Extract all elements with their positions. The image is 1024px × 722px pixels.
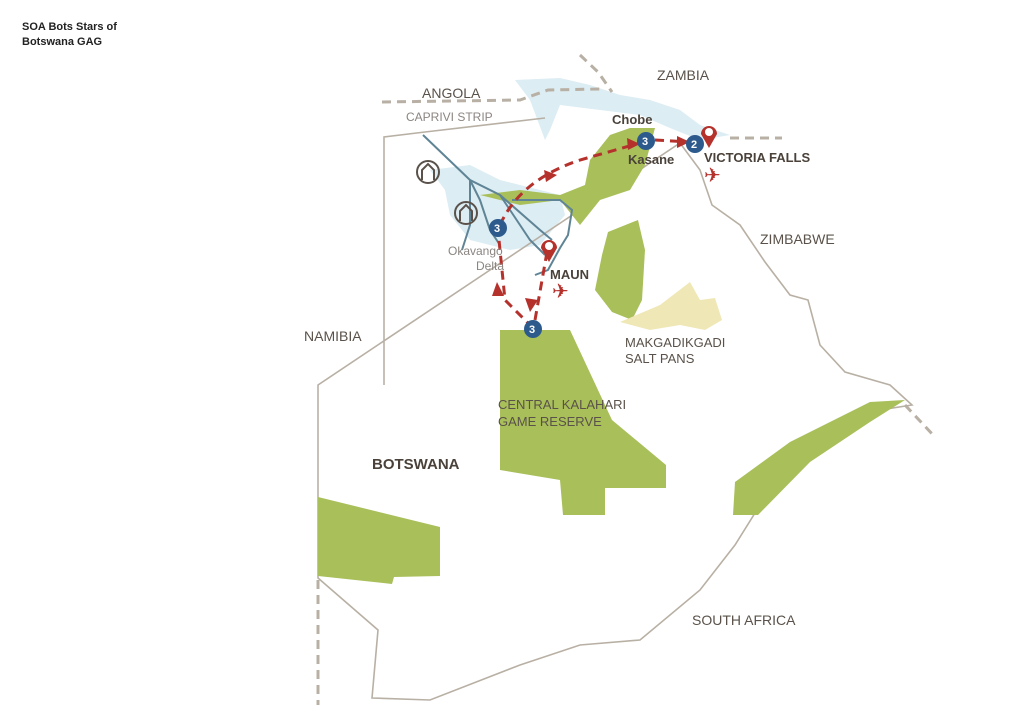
label-game-reserve: GAME RESERVE bbox=[498, 414, 602, 429]
label-botswana: BOTSWANA bbox=[372, 456, 460, 473]
stop-badge-chobe: 3 bbox=[637, 132, 655, 150]
water-bodies bbox=[430, 78, 730, 250]
stop-badge-okavango: 3 bbox=[489, 219, 507, 237]
svg-text:3: 3 bbox=[529, 324, 535, 336]
route-arrows bbox=[492, 136, 690, 312]
national-parks bbox=[318, 128, 905, 584]
svg-text:3: 3 bbox=[494, 223, 500, 235]
label-zimbabwe: ZIMBABWE bbox=[760, 231, 835, 247]
route bbox=[496, 138, 691, 330]
label-delta: Delta bbox=[476, 259, 504, 273]
label-zambia: ZAMBIA bbox=[657, 67, 710, 83]
world-heritage-icon bbox=[416, 160, 440, 184]
svg-text:2: 2 bbox=[691, 139, 697, 151]
label-maun: MAUN bbox=[550, 267, 589, 282]
airplane-icon: ✈ bbox=[704, 163, 721, 187]
stop-badge-kalahari: 3 bbox=[524, 320, 542, 338]
map-title: SOA Bots Stars of Botswana GAG bbox=[22, 21, 117, 48]
southeast-park bbox=[733, 400, 905, 515]
victoria-falls-pin-icon bbox=[701, 126, 717, 148]
label-kasane: Kasane bbox=[628, 152, 674, 167]
label-makgadikgadi: MAKGADIKGADI bbox=[625, 335, 725, 350]
svg-text:3: 3 bbox=[642, 136, 648, 148]
label-central-kalahari: CENTRAL KALAHARI bbox=[498, 397, 626, 412]
salt-pans bbox=[620, 282, 722, 330]
label-salt-pans: SALT PANS bbox=[625, 351, 695, 366]
label-namibia: NAMIBIA bbox=[304, 328, 362, 344]
makgadikgadi-park bbox=[595, 220, 645, 320]
world-heritage-icon bbox=[454, 201, 478, 225]
stop-badge-victoria-falls: 2 bbox=[686, 135, 704, 153]
airplane-icon: ✈ bbox=[552, 279, 569, 303]
label-caprivi: CAPRIVI STRIP bbox=[406, 110, 493, 124]
dashed-borders bbox=[316, 53, 937, 705]
label-chobe: Chobe bbox=[612, 112, 652, 127]
label-victoria-falls: VICTORIA FALLS bbox=[704, 150, 811, 165]
maun-pin-icon bbox=[541, 240, 557, 262]
label-south-africa: SOUTH AFRICA bbox=[692, 612, 796, 628]
central-kalahari-park bbox=[500, 330, 666, 515]
southwest-park bbox=[318, 497, 440, 584]
label-angola: ANGOLA bbox=[422, 85, 481, 101]
label-okavango: Okavango bbox=[448, 244, 503, 258]
